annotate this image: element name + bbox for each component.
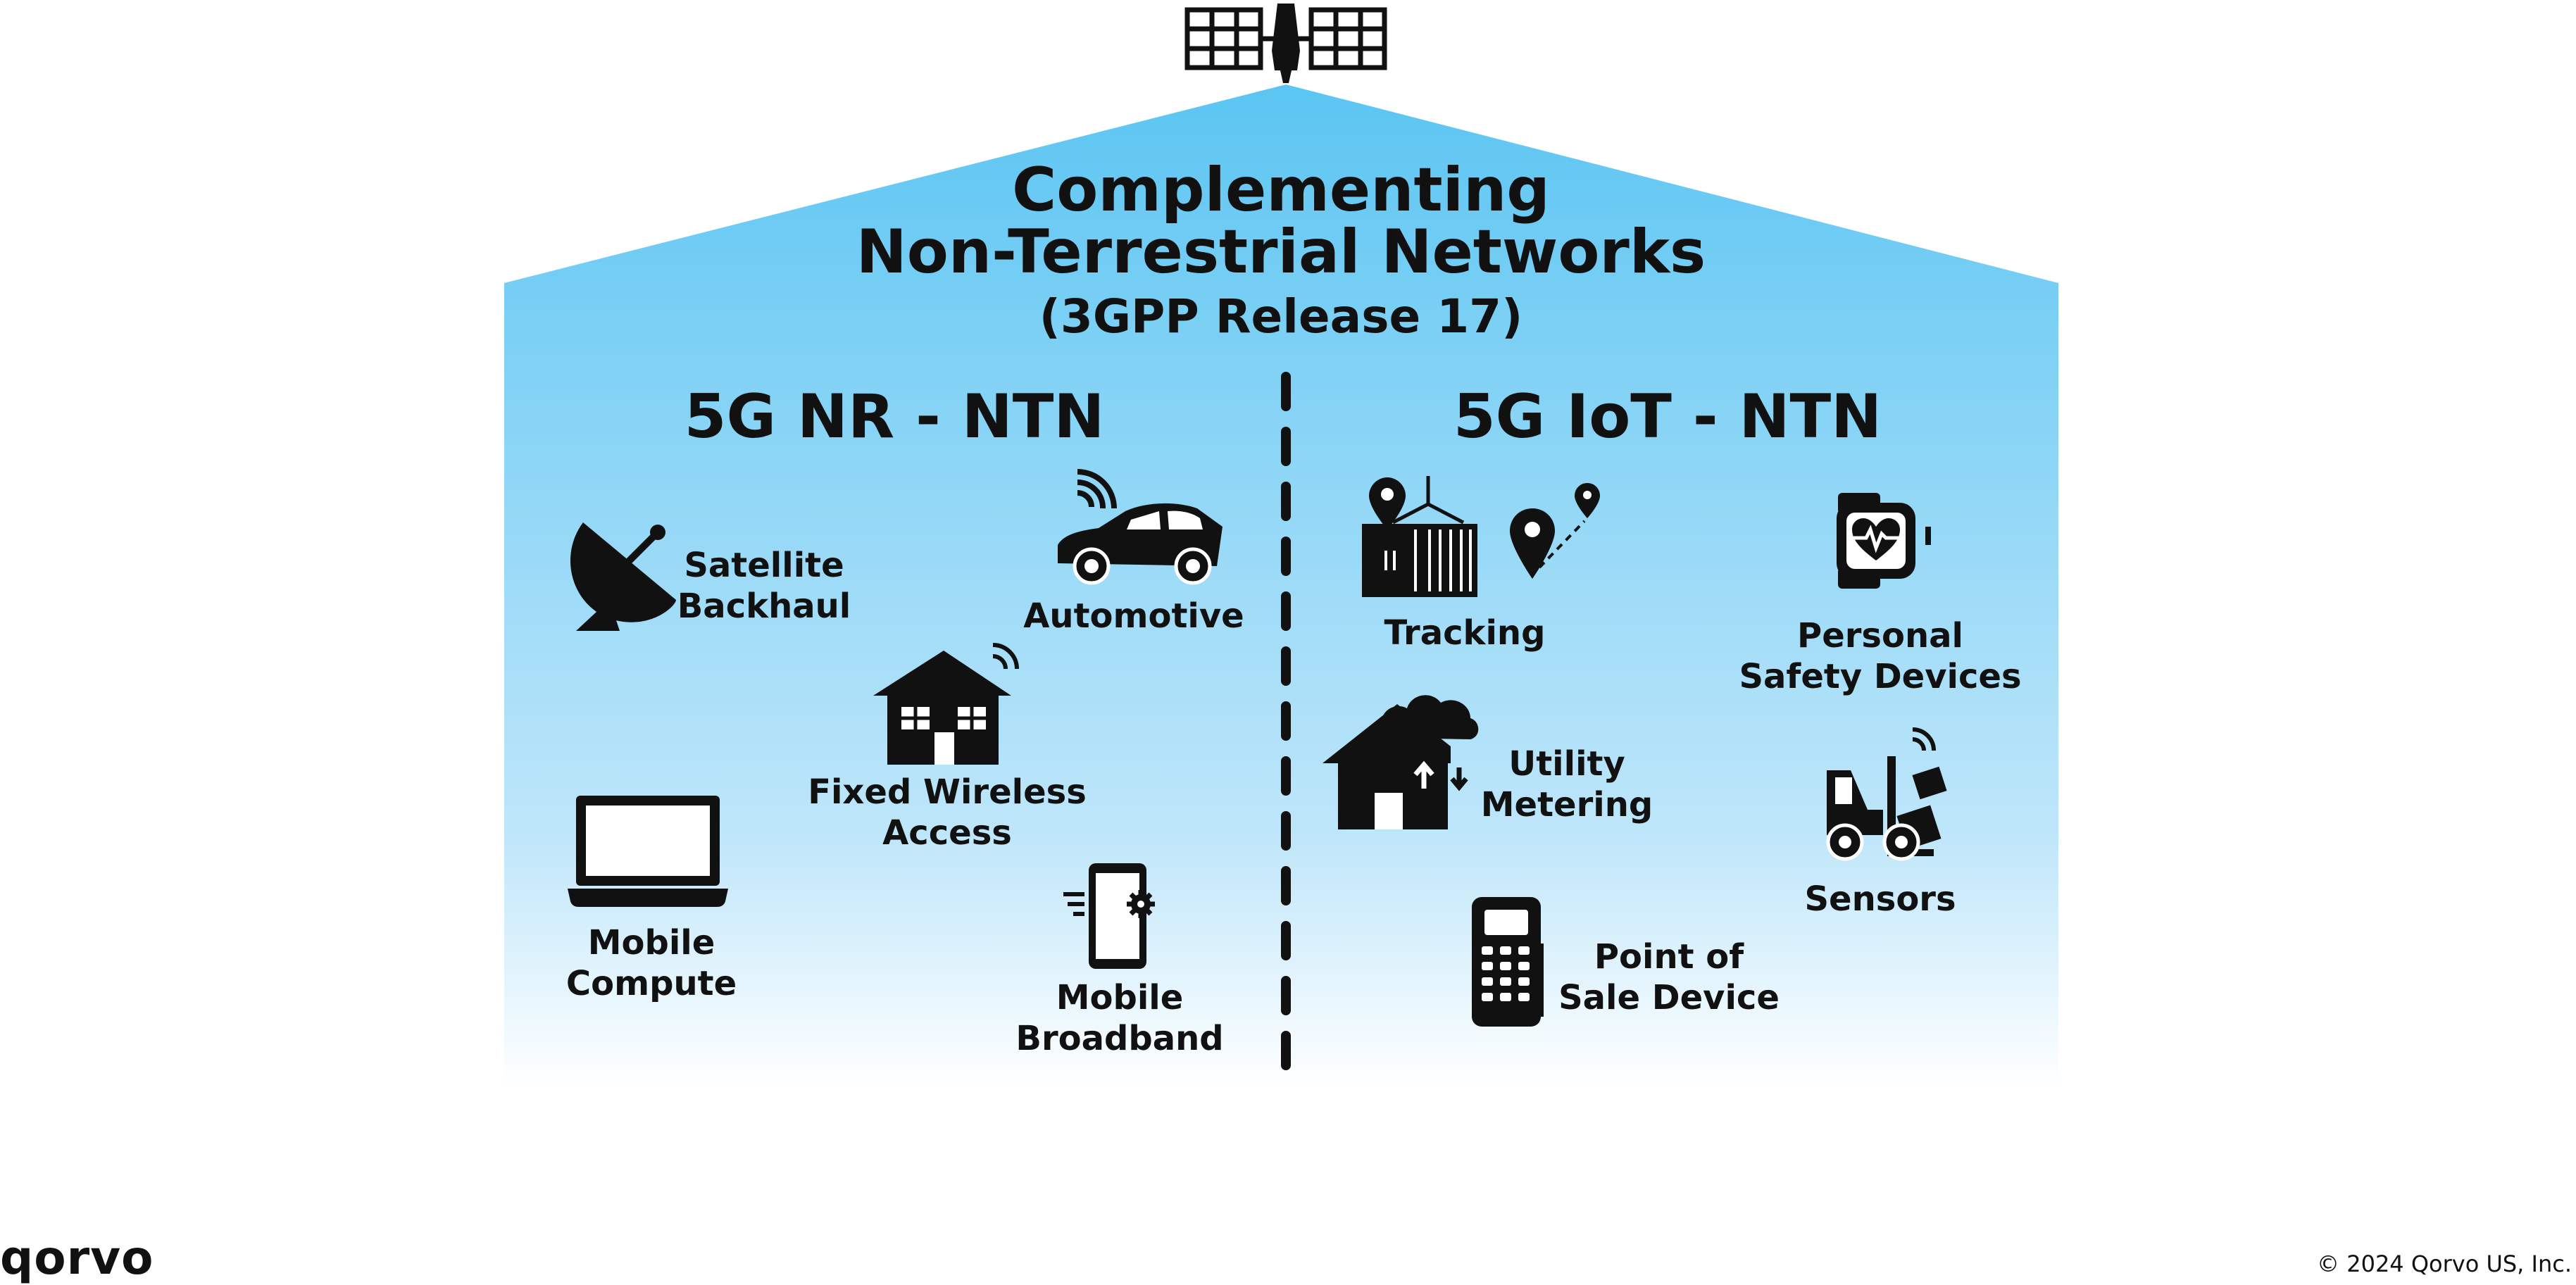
left-section-heading: 5G NR - NTN bbox=[684, 382, 1105, 452]
satellite-icon bbox=[1184, 7, 1387, 70]
house-wireless-icon bbox=[873, 643, 1019, 765]
laptop-icon bbox=[568, 796, 728, 907]
house-shape bbox=[504, 84, 2058, 1088]
right-section-heading: 5G IoT - NTN bbox=[1453, 382, 1882, 452]
label-tracking: Tracking bbox=[1384, 613, 1546, 653]
label-sensors: Sensors bbox=[1804, 879, 1956, 919]
label-automotive: Automotive bbox=[1023, 596, 1244, 636]
label-personal-safety-devices: Personal Safety Devices bbox=[1739, 616, 2022, 696]
title-line-1: Complementing bbox=[1012, 155, 1550, 225]
smartwatch-heart-icon bbox=[1837, 493, 1931, 589]
title-line-2: Non-Terrestrial Networks bbox=[856, 217, 1706, 287]
connected-car-icon bbox=[1058, 469, 1223, 585]
satellite-body bbox=[1272, 4, 1300, 83]
container-tracking-icon bbox=[1362, 476, 1600, 597]
label-fixed-wireless-access: Fixed Wireless Access bbox=[808, 772, 1087, 853]
label-mobile-broadband: Mobile Broadband bbox=[1015, 978, 1224, 1058]
copyright-text: © 2024 Qorvo US, Inc. bbox=[2317, 1250, 2572, 1277]
label-mobile-compute: Mobile Compute bbox=[565, 923, 737, 1003]
label-utility-metering: Utility Metering bbox=[1480, 744, 1653, 825]
house-cloud-icon bbox=[1323, 695, 1479, 829]
label-point-of-sale-device: Point of Sale Device bbox=[1558, 937, 1780, 1017]
pos-terminal-icon bbox=[1472, 897, 1544, 1027]
forklift-sensor-icon bbox=[1826, 727, 1947, 861]
label-satellite-backhaul: Satellite Backhaul bbox=[677, 546, 851, 626]
qorvo-logo: qorvo bbox=[0, 1231, 154, 1285]
smartphone-icon bbox=[1063, 863, 1155, 969]
title-line-3: (3GPP Release 17) bbox=[1039, 289, 1523, 344]
satellite-dish-icon bbox=[570, 522, 676, 631]
